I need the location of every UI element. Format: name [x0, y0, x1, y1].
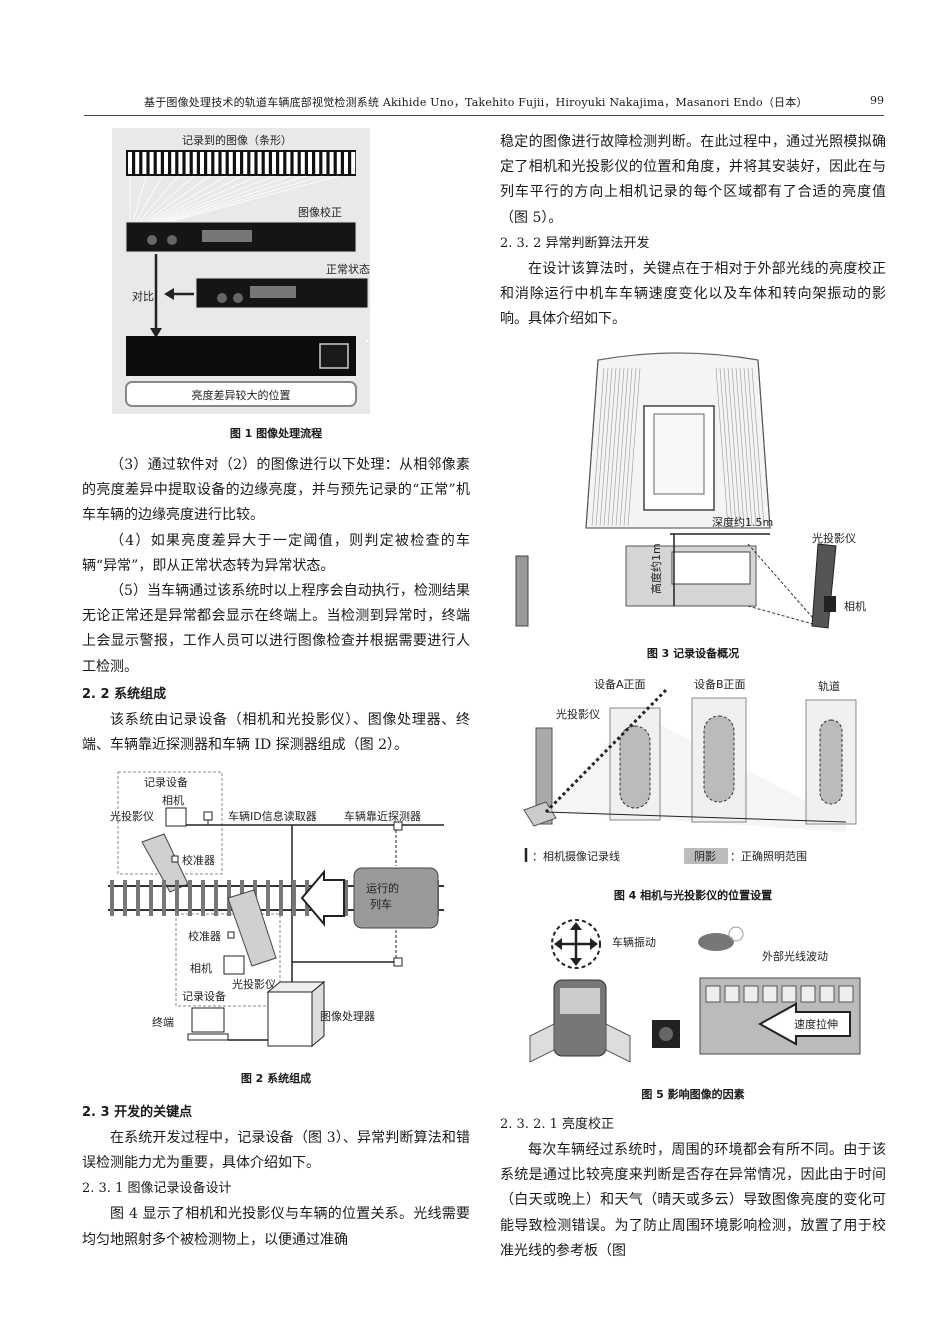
fig3-label-height: 高度约1m	[649, 543, 663, 594]
fig4-label-device-b: 设备B正面	[694, 677, 746, 691]
fig2-label-calib-bottom: 校准器	[188, 929, 221, 943]
subsection-heading: 2. 3. 2. 1 亮度校正	[500, 1117, 615, 1132]
left-column-lower: 2. 3 开发的关键点 在系统开发过程中，记录设备（图 3）、异常判断算法和错误…	[82, 1100, 470, 1253]
running-train	[353, 867, 439, 929]
fig3-label-projector: 光投影仪	[812, 531, 856, 545]
figure-3: 深度约1.5m 高度约1m 光投影仪 相机	[508, 348, 878, 638]
sun-icon	[728, 926, 744, 942]
fig2-label-recorder-bottom: 记录设备	[182, 989, 226, 1003]
left-panel	[515, 555, 529, 627]
right-column-lower: 2. 3. 2. 1 亮度校正 每次车辆经过系统时，周围的环境都会有所不同。由于…	[500, 1112, 886, 1264]
recorder-box-bottom	[175, 913, 281, 1007]
paragraph: （3）通过软件对（2）的图像进行以下处理：从相邻像素的亮度差异中提取设备的边缘亮…	[82, 457, 470, 524]
figure-3-caption: 图 3 记录设备概况	[646, 647, 740, 660]
vibration-circle	[551, 919, 601, 969]
fig1-label-compare: 对比	[132, 289, 154, 303]
figure-2-caption: 图 2 系统组成	[240, 1072, 312, 1085]
terminal-monitor	[191, 1007, 225, 1033]
image-processor	[267, 991, 313, 1047]
fig4-label-device-a: 设备A正面	[594, 677, 646, 691]
fig2-label-projector-top: 光投影仪	[110, 809, 154, 823]
header-title: 基于图像处理技术的轨道车辆底部视觉检测系统 Akihide Uno，Takehi…	[144, 96, 808, 109]
paragraph: 每次车辆经过系统时，周围的环境都会有所不同。由于该系统是通过比较亮度来判断是否存…	[500, 1142, 886, 1259]
figure-1-caption: 图 1 图像处理流程	[229, 427, 323, 440]
fig2-label-processor: 图像处理器	[320, 1010, 375, 1023]
projector-bottom	[227, 889, 277, 967]
fig4-label-projector: 光投影仪	[556, 707, 600, 721]
section-heading: 2. 2 系统组成	[82, 686, 167, 702]
subsection-heading: 2. 3. 1 图像记录设备设计	[82, 1181, 232, 1197]
fig5-label-speed: 速度拉伸	[794, 1017, 838, 1031]
vibration-arrows	[560, 928, 592, 960]
fig4-legend-shade: 阴影	[694, 850, 716, 863]
projector-pole	[535, 727, 553, 825]
fig5-label-light: 外部光线波动	[762, 949, 828, 963]
fig2-label-id-reader: 车辆ID信息读取器	[228, 809, 317, 823]
fig3-label-camera: 相机	[844, 599, 866, 613]
left-column-upper: （3）通过软件对（2）的图像进行以下处理：从相邻像素的亮度差异中提取设备的边缘亮…	[82, 453, 470, 758]
camera-top	[165, 807, 187, 827]
legend-shade-swatch	[684, 848, 728, 864]
cloud-icon	[698, 933, 734, 951]
right-column-upper: 稳定的图像进行故障检测判断。在此过程中，通过光照模拟确定了相机和光投影仪的位置和…	[500, 130, 886, 332]
fig1-label-recorded: 记录到的图像（条形）	[182, 133, 292, 147]
subsection-heading: 2. 3. 2 异常判断算法开发	[500, 235, 650, 251]
speed-arrow	[757, 1002, 851, 1046]
camera-line	[544, 688, 668, 814]
paragraph: 该系统由记录设备（相机和光投影仪）、图像处理器、终端、车辆靠近探测器和车辆 ID…	[82, 711, 470, 754]
paragraph: 在设计该算法时，关键点在于相对于外部光线的亮度校正和消除运行中机车车辆速度变化以…	[500, 260, 886, 328]
fig1-label-normal: 正常状态下的图像	[326, 262, 370, 276]
fig1-label-correction: 图像校正	[298, 205, 342, 219]
fig2-label-calib-top: 校准器	[182, 853, 215, 867]
fig4-label-rail: 轨道	[818, 679, 840, 693]
page-number: 99	[870, 94, 884, 107]
fig2-label-train-a: 运行的	[366, 881, 399, 895]
fig2-label-camera-bottom: 相机	[190, 961, 212, 975]
fig1-label-diff: 亮度差异较大的位置	[192, 388, 291, 402]
paragraph: 稳定的图像进行故障检测判断。在此过程中，通过光照模拟确定了相机和光投影仪的位置和…	[500, 134, 886, 226]
fig2-label-camera-top: 相机	[162, 793, 184, 807]
camera-bottom	[223, 955, 245, 975]
diff-callout	[125, 381, 357, 407]
fig2-label-approach: 车辆靠近探测器	[344, 809, 421, 823]
fig4-legend-line: ：相机摄像记录线	[532, 849, 620, 863]
fig2-label-projector-bottom: 光投影仪	[232, 977, 276, 991]
paragraph: （4）如果亮度差异大于一定阈值，则判定被检查的车辆“异常”，即从正常状态转为异常…	[82, 532, 470, 574]
fig2-label-terminal: 终端	[152, 1015, 174, 1029]
diff-image	[126, 336, 356, 376]
figure-5: 车辆振动 外部光线波动 速度拉伸	[524, 916, 862, 1070]
figure-2: 记录设备 相机 光投影仪 校准器 车辆ID信息读取器 车辆靠近探测器 运行的 列…	[104, 768, 448, 1060]
strip-images	[126, 150, 356, 176]
running-header: 基于图像处理技术的轨道车辆底部视觉检测系统 Akihide Uno，Takehi…	[84, 92, 884, 116]
fig3-label-depth: 深度约1.5m	[712, 515, 773, 529]
figure-5-caption: 图 5 影响图像的因素	[641, 1088, 745, 1101]
diff-highlight-box	[319, 343, 349, 369]
fig2-label-recorder-top: 记录设备	[144, 775, 188, 789]
fig4-legend-range: ：正确照明范围	[730, 849, 807, 863]
figure-1: 记录到的图像（条形） 图像校正 正常状态下的图像 对比 亮度差异较大的位置	[112, 128, 370, 414]
fig2-label-train-b: 列车	[370, 897, 392, 911]
paragraph: 在系统开发过程中，记录设备（图 3）、异常判断算法和错误检测能力尤为重要，具体介…	[82, 1130, 470, 1172]
section-heading: 2. 3 开发的关键点	[82, 1105, 193, 1120]
fig5-label-vibration: 车辆振动	[612, 935, 656, 949]
train-direction-arrow	[300, 869, 345, 927]
figure-4-caption: 图 4 相机与光投影仪的位置设置	[613, 889, 773, 902]
figure-4: 设备A正面 设备B正面 轨道 光投影仪 ：相机摄像记录线 阴影 ：正确照明范围	[516, 672, 868, 872]
camera-unit	[824, 596, 836, 612]
paragraph: 图 4 显示了相机和光投影仪与车辆的位置关系。光线需要均匀地照射多个被检测物上，…	[82, 1206, 470, 1248]
paragraph: （5）当车辆通过该系统时以上程序会自动执行，检测结果无论正常还是异常都会显示在终…	[82, 583, 470, 675]
